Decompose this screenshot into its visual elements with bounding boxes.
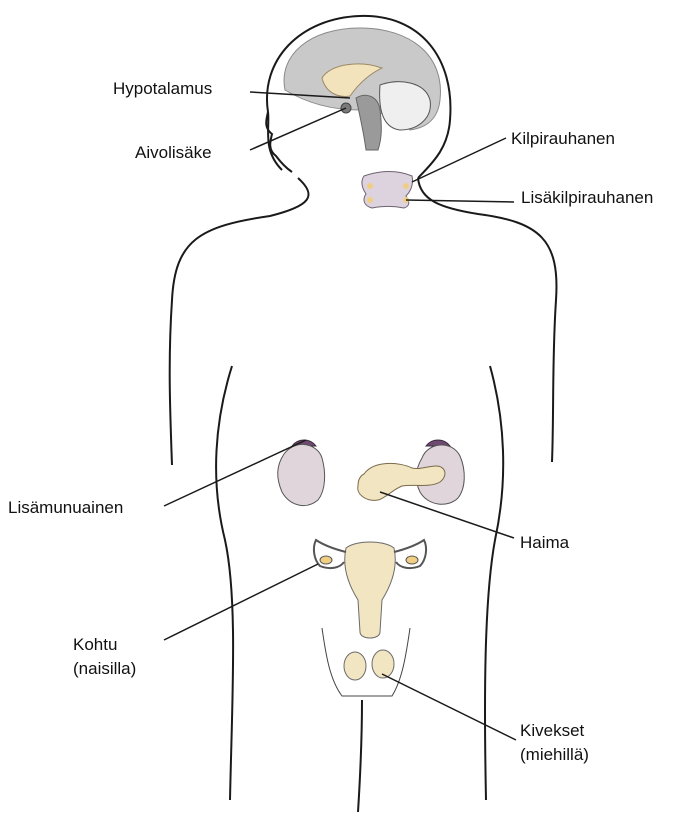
testis-left — [344, 652, 366, 680]
label-hypotalamus: Hypotalamus — [113, 78, 212, 100]
legs-divider — [358, 700, 362, 812]
leader-kohtu — [164, 564, 318, 640]
leader-lisakilpirauhanen — [406, 200, 514, 202]
label-kohtu-line1: Kohtu — [73, 634, 117, 656]
leader-kivekset — [382, 674, 516, 740]
body-outline-left — [170, 178, 309, 465]
label-kilpirauhanen: Kilpirauhanen — [511, 128, 615, 150]
parathyroid-gland-3 — [403, 183, 409, 189]
label-kohtu-line2: (naisilla) — [73, 658, 136, 680]
kidney-left — [278, 444, 325, 505]
parathyroid-gland-2 — [367, 197, 373, 203]
brainstem — [356, 95, 381, 150]
ovary-right — [406, 556, 418, 564]
arm-inner-left — [216, 366, 233, 800]
ovary-left — [320, 556, 332, 564]
uterus — [345, 542, 396, 638]
parathyroid-gland-1 — [367, 183, 373, 189]
label-lisakilpirauhanen: Lisäkilpirauhanen — [521, 187, 653, 209]
arm-inner-right — [485, 366, 503, 800]
leader-aivolisake — [250, 108, 346, 150]
body-outline-right — [418, 178, 556, 462]
label-haima: Haima — [520, 532, 569, 554]
label-kivekset-line2: (miehillä) — [520, 744, 589, 766]
label-lisamunuainen: Lisämunuainen — [8, 497, 123, 519]
label-aivolisake: Aivolisäke — [135, 142, 212, 164]
leader-kilpirauhanen — [412, 138, 506, 182]
label-kivekset-line1: Kivekset — [520, 720, 584, 742]
fallopian-tube-left — [314, 540, 346, 568]
